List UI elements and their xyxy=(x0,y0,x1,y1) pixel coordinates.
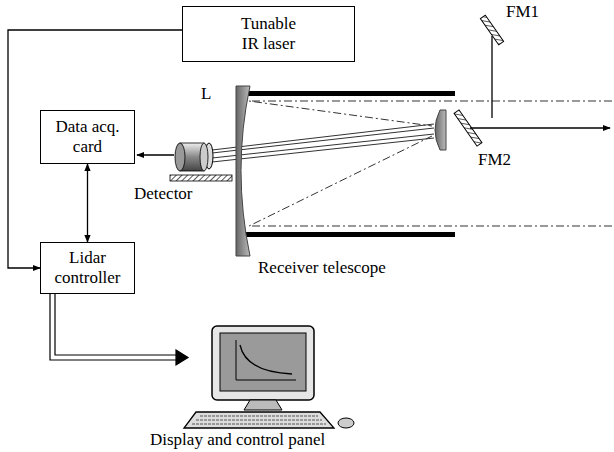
part-label: Receiver telescope xyxy=(258,258,386,278)
part-label: Detector xyxy=(134,184,193,204)
process-box: Data acq. card xyxy=(40,110,135,164)
computer-symbol xyxy=(184,412,334,428)
connector-arrow xyxy=(87,164,88,242)
received-light-rays xyxy=(212,134,434,158)
computer-symbol xyxy=(338,418,354,428)
received-light-rays xyxy=(249,136,612,226)
process-box: Tunable IR laser xyxy=(182,6,355,62)
connector-arrow xyxy=(8,30,182,268)
computer-symbol xyxy=(220,333,306,391)
received-light-rays xyxy=(212,101,612,226)
process-box: Lidar controller xyxy=(40,242,135,294)
display-link xyxy=(176,350,188,365)
laser-beam xyxy=(470,36,610,128)
telescope-tube xyxy=(240,232,455,237)
part-label: L xyxy=(201,84,211,104)
computer-symbol xyxy=(240,345,292,374)
box-label: Lidar controller xyxy=(47,248,128,288)
part-label: Display and control panel xyxy=(150,430,325,450)
box-label: Tunable IR laser xyxy=(233,14,305,54)
computer-symbol xyxy=(236,340,296,380)
primary-mirror xyxy=(236,86,250,256)
computer-symbol xyxy=(212,326,314,400)
received-light-rays xyxy=(249,101,612,126)
part-label: FM2 xyxy=(478,150,511,170)
laser-beam xyxy=(470,127,610,128)
received-light-rays xyxy=(212,138,434,162)
part-label: FM1 xyxy=(506,2,539,22)
detector-symbol xyxy=(200,143,208,171)
display-link xyxy=(50,292,178,360)
connectors xyxy=(8,30,182,268)
telescope-tube xyxy=(240,91,455,96)
box-label: Data acq. card xyxy=(49,117,127,157)
display-link xyxy=(50,292,188,365)
detector-symbol xyxy=(170,143,232,181)
detector-symbol xyxy=(170,175,232,181)
display-link xyxy=(55,292,178,355)
signal-arrow xyxy=(137,154,174,155)
computer-symbol xyxy=(192,416,326,424)
received-light-rays xyxy=(212,128,434,153)
laser-beam xyxy=(491,36,492,118)
computer-symbol xyxy=(244,400,282,410)
secondary-mirror xyxy=(435,110,446,150)
detector-symbol xyxy=(175,143,185,171)
computer-symbol xyxy=(184,326,354,428)
